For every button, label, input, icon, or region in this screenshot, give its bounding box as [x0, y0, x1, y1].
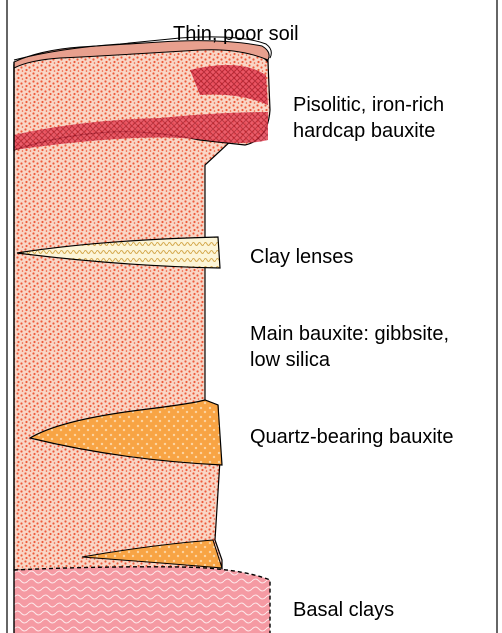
label-quartz-bauxite: Quartz-bearing bauxite	[250, 426, 453, 448]
label-thin-soil: Thin, poor soil	[173, 23, 299, 45]
basal-clay-layer	[14, 567, 270, 633]
label-pisolitic-line1: Pisolitic, iron-rich	[293, 94, 444, 116]
label-main-bauxite-line1: Main bauxite: gibbsite,	[250, 323, 449, 345]
label-pisolitic-line2: hardcap bauxite	[293, 120, 435, 142]
label-main-bauxite-line2: low silica	[250, 349, 331, 371]
label-basal-clays: Basal clays	[293, 599, 394, 621]
label-clay-lenses: Clay lenses	[250, 246, 353, 268]
